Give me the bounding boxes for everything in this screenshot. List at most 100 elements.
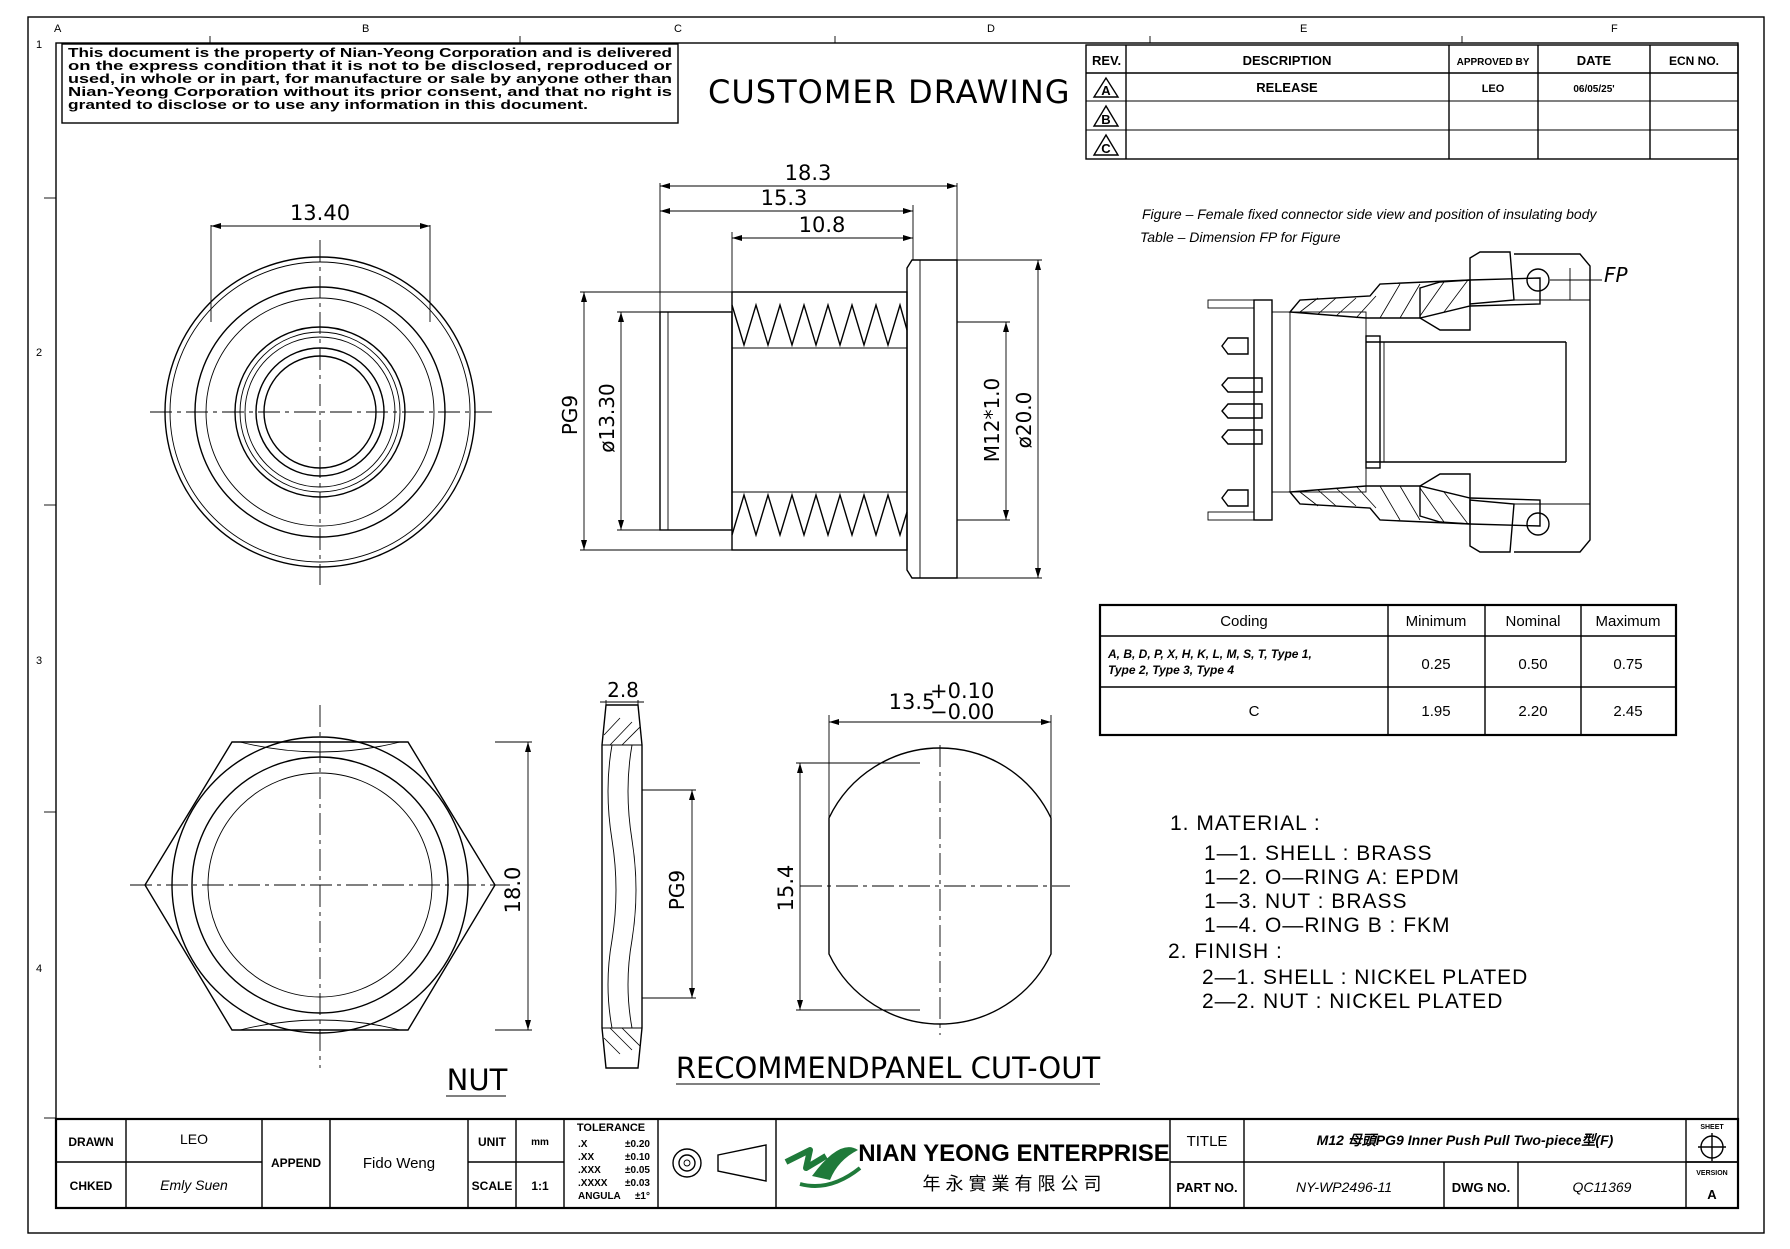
tb-part-value: NY-WP2496-11 [1296,1179,1392,1195]
dim-nut-thickness: 2.8 [607,678,639,702]
notice-line: This document is the property of Nian-Ye… [68,45,672,60]
zone-col-e: E [1300,23,1307,35]
tb-unit-label: UNIT [478,1135,507,1149]
dim-front-width: 13.40 [290,201,350,225]
svg-text:.XXX: .XXX [578,1165,601,1176]
rev-header-approved: APPROVED BY [1457,57,1530,68]
rev-triangle-b: B [1092,104,1120,127]
tb-version-value: A [1707,1187,1717,1202]
rev-triangle-c: C [1092,133,1120,156]
note-line: 2—2. NUT : NICKEL PLATED [1202,990,1503,1013]
zone-col-b: B [362,23,369,35]
front-view: 13.40 [150,201,492,585]
tb-title-value: M12 母頭PG9 Inner Push Pull Two-piece型(F) [1317,1132,1614,1148]
label-cutout: RECOMMENDPANEL CUT-OUT [676,1051,1101,1085]
dim-cutout-height: 15.4 [774,865,798,912]
coding-row1-coding2: Type 2, Type 3, Type 4 [1108,663,1234,677]
rev-header-ecn: ECN NO. [1669,54,1719,68]
dim-dia-13-30: ø13.30 [595,383,619,453]
coding-row2-nom: 2.20 [1518,703,1547,720]
note-line: 1—3. NUT : BRASS [1204,890,1408,913]
coding-row2-max: 2.45 [1613,703,1642,720]
note-line: 1—2. O—RING A: EPDM [1204,866,1460,889]
dim-side-thread: 10.8 [799,213,846,237]
tb-checked-value: Emly Suen [160,1177,228,1193]
rev-a-date: 06/05/25' [1573,84,1614,95]
tb-title-label: TITLE [1187,1133,1228,1150]
dim-cutout-tol-plus: +0.10 [930,679,994,703]
tb-company-cn: 年 永 實 業 有 限 公 司 [922,1174,1101,1194]
connector-cross-section: FP [1207,251,1629,553]
zone-row-3: 3 [36,655,42,667]
svg-text:±0.10: ±0.10 [625,1152,650,1163]
coding-row1-max: 0.75 [1613,656,1642,673]
projection-symbol-icon [672,1144,767,1182]
nut-front-view: 18.0 NUT [130,705,532,1097]
dim-dia-20: ø20.0 [1012,392,1036,449]
thread-top [731,302,908,348]
zone-col-d: D [987,23,995,35]
svg-text:C: C [1101,141,1111,156]
dim-pg9-side: PG9 [558,395,582,435]
dim-cutout-width: 13.5 [889,690,936,714]
rev-a-approved: LEO [1482,83,1505,95]
fp-label: FP [1604,263,1629,287]
tb-dwg-label: DWG NO. [1452,1180,1511,1195]
tb-company-en: NIAN YEONG ENTERPRISE [858,1140,1170,1167]
material-notes: 1. MATERIAL : 1—1. SHELL : BRASS 1—2. O—… [1168,812,1528,1013]
tb-append-value: Fido Weng [363,1155,435,1172]
svg-text:±1°: ±1° [635,1191,650,1202]
label-nut: NUT [447,1063,508,1097]
rev-triangle-a: A [1092,76,1120,98]
svg-text:.XXXX: .XXXX [578,1178,608,1189]
coding-header-max: Maximum [1595,613,1660,630]
notice-line: Nian-Yeong Corporation without its prior… [68,84,672,99]
tb-unit-value: mm [531,1137,549,1148]
coding-table: Coding Minimum Nominal Maximum A, B, D, … [1098,603,1678,737]
coding-header-min: Minimum [1406,613,1467,630]
note-line: 2. FINISH : [1168,940,1283,963]
zone-col-a: A [54,23,62,35]
revision-table: REV. DESCRIPTION APPROVED BY DATE ECN NO… [1085,44,1739,160]
zone-row-4: 4 [36,963,42,975]
svg-text:.X: .X [578,1139,588,1150]
coding-row2-min: 1.95 [1421,703,1450,720]
tb-sheet-label: SHEET [1700,1124,1724,1131]
tb-drawn-label: DRAWN [68,1135,113,1149]
tb-version-label: VERSION [1696,1170,1728,1177]
svg-text:B: B [1101,112,1110,127]
side-view: 18.3 15.3 10.8 PG9 ø13.30 M12*1.0 ø20.0 [558,161,1042,579]
tb-checked-label: CHKED [70,1179,113,1193]
note-line: 1. MATERIAL : [1170,812,1321,835]
figure-caption-line2: Table – Dimension FP for Figure [1140,229,1341,245]
svg-text:±0.05: ±0.05 [625,1165,650,1176]
zone-row-2: 2 [36,347,42,359]
dim-nut-pg9: PG9 [665,870,689,910]
customer-drawing-title: CUSTOMER DRAWING [708,73,1071,111]
thread-bottom [731,492,908,538]
tb-scale-label: SCALE [472,1179,513,1193]
tb-scale-value: 1:1 [531,1179,549,1193]
tb-tolerance-title: TOLERANCE [577,1122,645,1134]
rev-header-date: DATE [1577,53,1612,68]
note-line: 1—4. O—RING B : FKM [1204,914,1451,937]
tb-dwg-value: QC11369 [1573,1179,1632,1195]
coding-row1-min: 0.25 [1421,656,1450,673]
coding-row2-coding: C [1249,703,1260,720]
rev-header-rev: REV. [1092,53,1121,68]
tb-part-label: PART NO. [1176,1180,1237,1195]
tb-tolerance-list: .X±0.20 .XX±0.10 .XXX±0.05 .XXXX±0.03 AN… [578,1139,650,1202]
notice-line: on the express condition that it is not … [68,58,672,73]
tb-drawn-value: LEO [180,1131,208,1147]
zone-row-1: 1 [36,39,42,51]
hatch-top [1299,279,1469,319]
coding-header-coding: Coding [1220,613,1268,630]
zone-ticks [44,36,1463,1119]
svg-text:±0.03: ±0.03 [625,1178,650,1189]
sheet-target-icon [1698,1133,1726,1161]
coding-header-nom: Nominal [1505,613,1560,630]
tb-append-label: APPEND [271,1156,321,1170]
note-line: 2—1. SHELL : NICKEL PLATED [1202,966,1528,989]
nut-side-hatch [603,717,641,1055]
